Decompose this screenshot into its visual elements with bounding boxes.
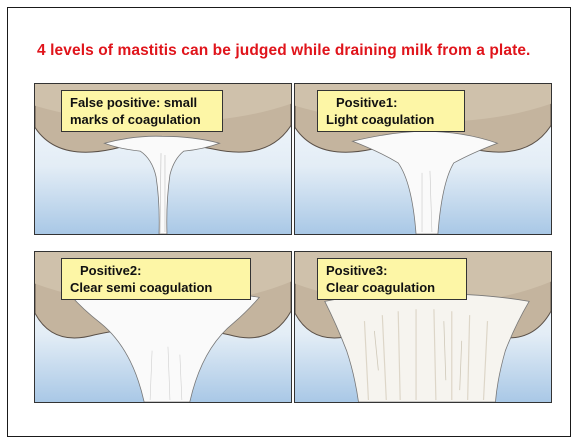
panel-positive3: Positive3: Clear coagulation <box>294 251 552 403</box>
label-false-positive-line1: False positive: small <box>70 94 214 111</box>
label-false-positive-line2: marks of coagulation <box>70 111 214 128</box>
label-positive3-line1: Positive3: <box>326 262 458 279</box>
label-positive1: Positive1: Light coagulation <box>317 90 465 132</box>
label-positive2: Positive2: Clear semi coagulation <box>61 258 251 300</box>
figure-title: 4 levels of mastitis can be judged while… <box>37 42 557 60</box>
panel-positive1: Positive1: Light coagulation <box>294 83 552 235</box>
label-positive3-line2: Clear coagulation <box>326 279 458 296</box>
label-positive2-line1: Positive2: <box>70 262 242 279</box>
label-positive1-line1: Positive1: <box>326 94 456 111</box>
label-positive2-line2: Clear semi coagulation <box>70 279 242 296</box>
label-positive1-line2: Light coagulation <box>326 111 456 128</box>
label-false-positive: False positive: small marks of coagulati… <box>61 90 223 132</box>
panel-positive2: Positive2: Clear semi coagulation <box>34 251 292 403</box>
label-positive3: Positive3: Clear coagulation <box>317 258 467 300</box>
panel-false-positive: False positive: small marks of coagulati… <box>34 83 292 235</box>
